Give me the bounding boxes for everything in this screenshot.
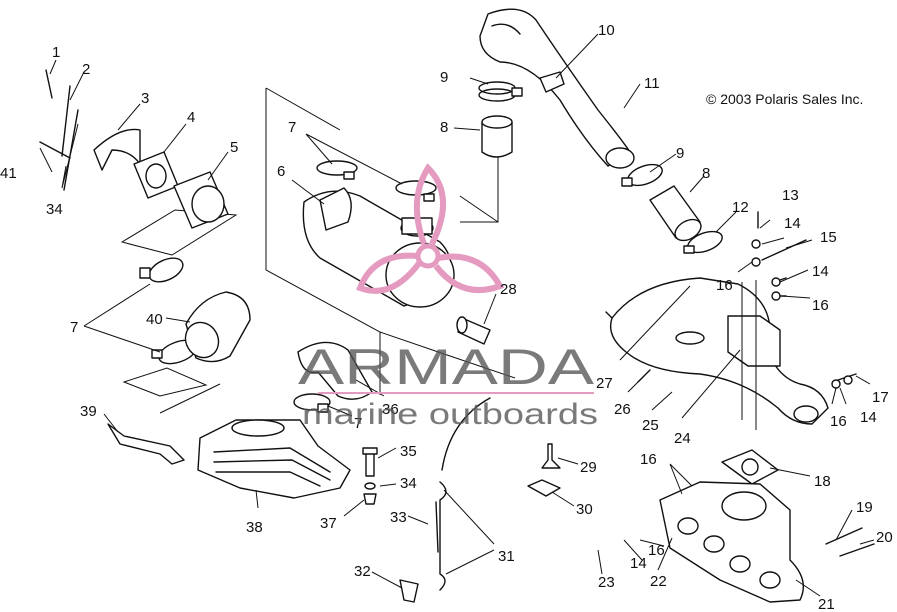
callout-31: 31 bbox=[498, 548, 515, 565]
callout-30: 30 bbox=[576, 501, 593, 518]
callout-3: 3 bbox=[141, 90, 149, 107]
armada-propeller-logo bbox=[356, 163, 505, 294]
callout-29: 29 bbox=[580, 459, 597, 476]
logo-hub bbox=[415, 243, 441, 269]
callout-10: 10 bbox=[598, 22, 615, 39]
callout-34-center: 34 bbox=[400, 475, 417, 492]
armada-watermark: ARMADA marine outboards bbox=[298, 339, 598, 431]
callout-1: 1 bbox=[52, 44, 60, 61]
watermark-rule bbox=[318, 392, 594, 394]
callout-16-b: 16 bbox=[812, 297, 829, 314]
callout-14-c: 14 bbox=[860, 409, 877, 426]
bracket-10 bbox=[539, 71, 565, 93]
exhaust-hose-40 bbox=[184, 291, 251, 363]
callout-22: 22 bbox=[650, 573, 667, 590]
clip-29 bbox=[541, 443, 561, 469]
callout-40: 40 bbox=[146, 311, 163, 328]
bracket-39 bbox=[107, 423, 185, 465]
callout-11: 11 bbox=[644, 75, 660, 92]
muffler bbox=[302, 160, 455, 308]
callout-2: 2 bbox=[82, 61, 90, 78]
callout-8-top: 8 bbox=[440, 119, 448, 136]
exhaust-flange bbox=[173, 171, 229, 229]
callout-16-d: 16 bbox=[640, 451, 657, 468]
callout-41: 41 bbox=[0, 165, 17, 182]
clamp-left-upper bbox=[139, 257, 184, 283]
callout-labels: 1 2 3 4 5 6 7 7 7 8 8 9 9 10 11 12 13 14… bbox=[0, 22, 893, 612]
pipe-28 bbox=[456, 316, 491, 345]
callout-19: 19 bbox=[856, 499, 873, 516]
link-rod-assembly bbox=[399, 397, 491, 603]
callout-7-center: 7 bbox=[354, 415, 362, 432]
gasket-18 bbox=[721, 449, 779, 485]
callout-4: 4 bbox=[187, 109, 195, 126]
callout-16-c: 16 bbox=[830, 413, 847, 430]
callout-25: 25 bbox=[642, 417, 659, 434]
callout-15: 15 bbox=[820, 229, 837, 246]
callout-39: 39 bbox=[80, 403, 97, 420]
callout-13: 13 bbox=[782, 187, 799, 204]
logo-blade bbox=[433, 253, 505, 293]
callout-5: 5 bbox=[230, 139, 238, 156]
callout-14-d: 14 bbox=[630, 555, 647, 572]
bolts-1-2 bbox=[39, 69, 79, 191]
callout-9-top: 9 bbox=[440, 69, 448, 86]
callout-24: 24 bbox=[674, 430, 691, 447]
clamp-upper bbox=[478, 81, 523, 102]
callout-6: 6 bbox=[277, 163, 285, 180]
logo-blade bbox=[356, 252, 423, 294]
callout-27: 27 bbox=[596, 375, 613, 392]
watermark-tagline: marine outboards bbox=[302, 398, 598, 431]
fasteners-right bbox=[751, 211, 875, 557]
callout-16-a: 16 bbox=[716, 277, 733, 294]
clamp-12 bbox=[683, 230, 723, 254]
hose-36 bbox=[293, 341, 373, 413]
heat-shield bbox=[93, 128, 141, 171]
exhaust-manifold-21 bbox=[659, 481, 804, 603]
exhaust-manifold-38 bbox=[197, 419, 351, 499]
callout-14-b: 14 bbox=[812, 263, 829, 280]
callout-7-left: 7 bbox=[70, 319, 78, 336]
callout-7-top: 7 bbox=[288, 119, 296, 136]
callout-23: 23 bbox=[598, 574, 615, 591]
callout-38: 38 bbox=[246, 519, 263, 536]
callout-32: 32 bbox=[354, 563, 371, 580]
hose-coupler-upper bbox=[481, 115, 513, 158]
leader-lines bbox=[39, 33, 875, 597]
logo-blade bbox=[413, 163, 446, 246]
bolt-35 bbox=[362, 447, 378, 505]
callout-8-right: 8 bbox=[702, 165, 710, 182]
callout-20: 20 bbox=[876, 529, 893, 546]
guide-frame-center bbox=[265, 87, 516, 395]
callout-33: 33 bbox=[390, 509, 407, 526]
clamp-right bbox=[621, 163, 663, 187]
callout-36: 36 bbox=[382, 401, 399, 418]
watermark-brand: ARMADA bbox=[298, 339, 595, 395]
callout-18: 18 bbox=[814, 473, 831, 490]
callout-9-right: 9 bbox=[676, 145, 684, 162]
callout-28: 28 bbox=[500, 281, 517, 298]
callout-26: 26 bbox=[614, 401, 631, 418]
callout-37: 37 bbox=[320, 515, 337, 532]
callout-21: 21 bbox=[818, 596, 835, 612]
copyright-notice: © 2003 Polaris Sales Inc. bbox=[706, 91, 863, 107]
guide-frame-left bbox=[120, 209, 238, 414]
callout-34-left: 34 bbox=[46, 201, 63, 218]
expansion-chamber bbox=[605, 277, 829, 425]
callout-12: 12 bbox=[732, 199, 749, 216]
callout-14-a: 14 bbox=[784, 215, 801, 232]
callout-35: 35 bbox=[400, 443, 417, 460]
callout-17: 17 bbox=[872, 389, 889, 406]
callout-16-e: 16 bbox=[648, 542, 665, 559]
hose-coupler-right bbox=[649, 185, 702, 242]
